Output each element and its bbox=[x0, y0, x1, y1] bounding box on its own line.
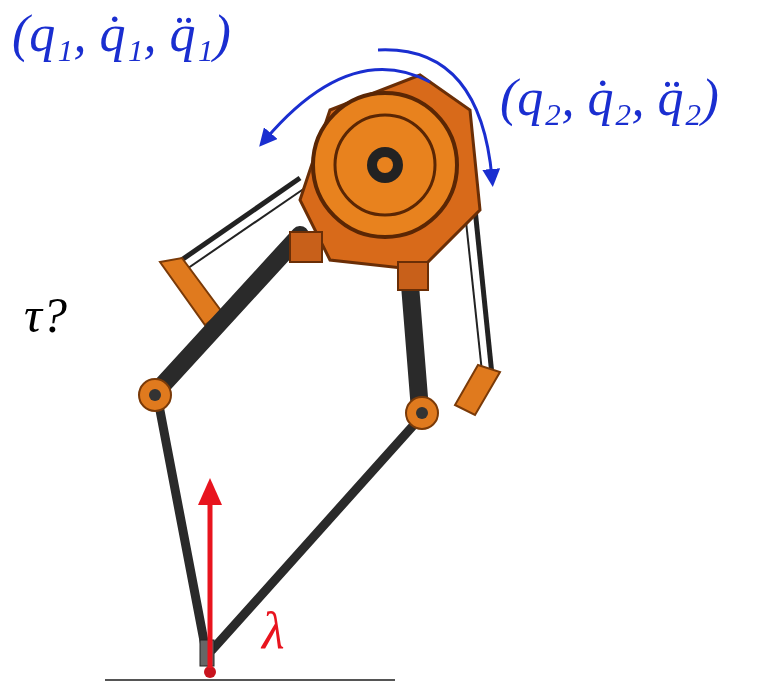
force-label: λ bbox=[262, 605, 285, 657]
torque-label: τ? bbox=[24, 290, 67, 340]
joint-2-state: (q₂, q̇₂, q̈₂) bbox=[500, 72, 719, 124]
joint-1-state: (q₁, q̇₁, q̈₁) bbox=[12, 8, 231, 60]
